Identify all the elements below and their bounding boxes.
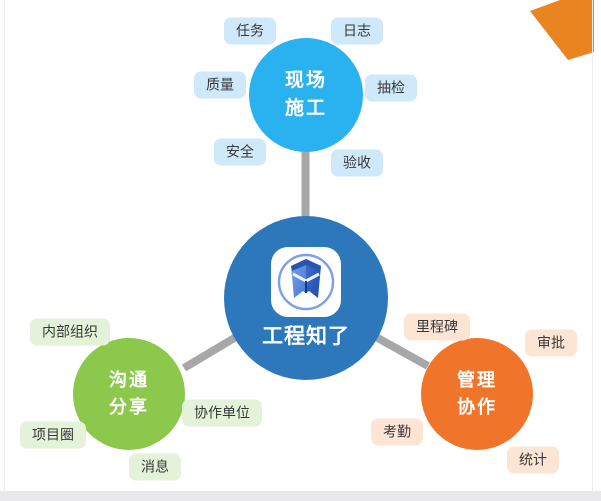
- node-management-collaboration: 管理 协作: [421, 338, 533, 450]
- tag-messages: 消息: [129, 453, 181, 481]
- tag-internal-org: 内部组织: [30, 318, 110, 346]
- tag-project-circle: 项目圈: [20, 421, 86, 449]
- tag-quality: 质量: [194, 71, 246, 99]
- card-right-edge: [592, 0, 593, 491]
- node-management-collaboration-label: 管理 协作: [457, 370, 497, 417]
- node-communication-sharing-label: 沟通 分享: [109, 370, 149, 417]
- tag-log: 日志: [331, 17, 383, 45]
- tag-milestone: 里程碑: [404, 313, 470, 341]
- zhiliao-app-icon: [271, 247, 341, 317]
- tag-attendance: 考勤: [371, 418, 423, 446]
- node-site-construction: 现场 施工: [249, 38, 363, 152]
- tag-statistics: 统计: [507, 446, 559, 474]
- tag-spot-check: 抽检: [365, 74, 417, 102]
- hub-label: 工程知了: [262, 325, 350, 348]
- connector-center-to-manage: [374, 333, 430, 370]
- node-site-construction-label: 现场 施工: [284, 70, 327, 119]
- page-background-strip: [0, 491, 601, 501]
- node-communication-sharing: 沟通 分享: [73, 338, 185, 450]
- tag-task: 任务: [224, 17, 276, 45]
- tag-partner-units: 协作单位: [182, 399, 262, 427]
- tag-acceptance: 验收: [331, 149, 383, 177]
- hub-node-center: 工程知了: [224, 216, 388, 380]
- connector-center-to-comm: [181, 333, 239, 372]
- corner-ribbon-decoration: [530, 0, 594, 60]
- tag-approval: 审批: [525, 329, 577, 357]
- tag-safety: 安全: [214, 138, 266, 166]
- card-left-edge: [4, 0, 5, 491]
